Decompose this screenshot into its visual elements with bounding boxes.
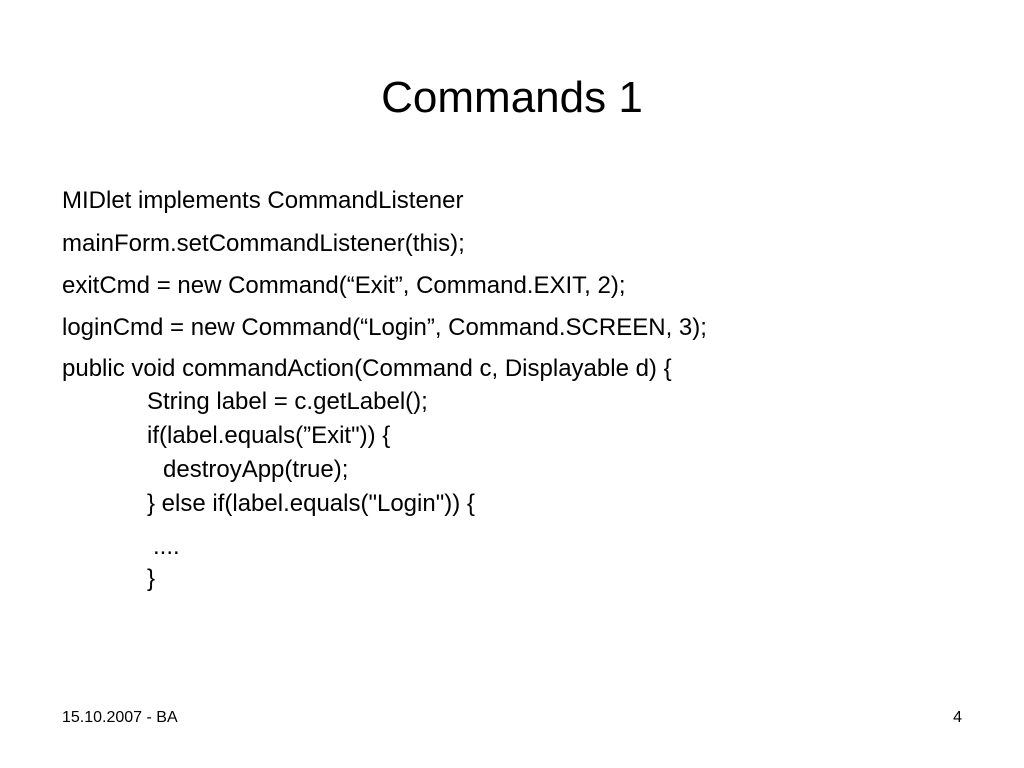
code-line-closing-brace: } [147, 565, 156, 592]
code-line-if-exit: if(label.equals(”Exit")) { [147, 422, 391, 449]
body-line-set-command-listener: mainForm.setCommandListener(this); [62, 230, 465, 257]
body-line-exit-cmd: exitCmd = new Command(“Exit”, Command.EX… [62, 272, 626, 299]
code-line-else-if-login: } else if(label.equals("Login")) { [147, 490, 475, 517]
code-line-get-label: String label = c.getLabel(); [147, 388, 428, 415]
code-line-destroy-app: destroyApp(true); [163, 456, 349, 483]
footer-date-author: 15.10.2007 - BA [62, 709, 178, 726]
body-line-command-action: public void commandAction(Command c, Dis… [62, 355, 672, 382]
slide-title: Commands 1 [381, 73, 643, 122]
body-line-login-cmd: loginCmd = new Command(“Login”, Command.… [62, 314, 707, 341]
footer-page-number: 4 [953, 709, 962, 726]
code-line-ellipsis: .... [153, 533, 180, 560]
body-line-midlet-implements: MIDlet implements CommandListener [62, 187, 464, 214]
